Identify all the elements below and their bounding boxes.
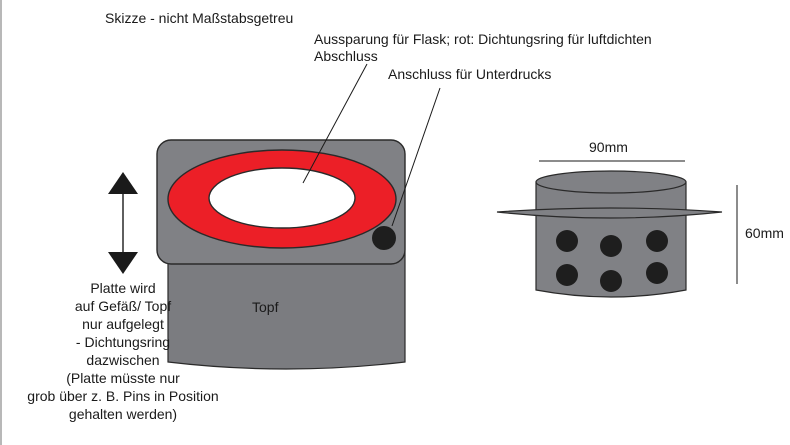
- plate-note-line: dazwischen: [86, 352, 160, 368]
- height-dimension-label: 60mm: [745, 225, 784, 241]
- vacuum-port-label: Anschluss für Unterdrucks: [388, 66, 552, 82]
- recess-leader-line: [302, 63, 368, 184]
- plate-note: Platte wird auf Gefäß/ Topf nur aufgeleg…: [14, 279, 232, 423]
- recess-label: Aussparung für Flask; rot: Dichtungsring…: [314, 31, 652, 64]
- vacuum-port: [372, 226, 396, 250]
- plate-note-line: gehalten werden): [68, 406, 178, 422]
- adapter-holes: [556, 230, 668, 292]
- width-dimension-label: 90mm: [589, 139, 628, 155]
- sketch-note: Skizze - nicht Maßstabsgetreu: [105, 10, 294, 26]
- flask-recess: [208, 167, 356, 229]
- page-edge: [0, 0, 2, 445]
- plate-note-line: grob über z. B. Pins in Position: [27, 388, 219, 404]
- pot: [167, 251, 406, 370]
- plate-note-line: - Dichtungsring: [75, 334, 171, 350]
- plate-note-line: nur aufgelegt: [82, 316, 164, 332]
- plate-note-line: auf Gefäß/ Topf: [74, 298, 172, 314]
- vertical-double-arrow: [108, 172, 138, 274]
- vacuum-leader-line: [391, 87, 441, 227]
- plate-note-line: Platte wird: [90, 280, 156, 296]
- plate-note-line: (Platte müsste nur: [66, 370, 180, 386]
- pot-label: Topf: [252, 299, 279, 315]
